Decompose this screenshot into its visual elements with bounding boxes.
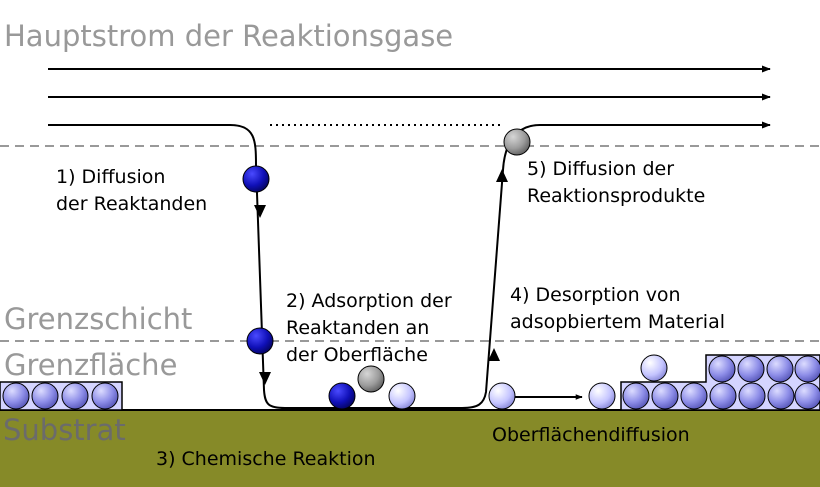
path-arrow-up-1: [488, 348, 500, 361]
left-film-block: [0, 381, 123, 411]
step4-line2: adsopbiertem Material: [510, 311, 725, 333]
step2-line3: der Oberfläche: [286, 344, 428, 366]
step1-line2: der Reaktanden: [56, 193, 207, 215]
step1-line1: 1) Diffusion: [56, 166, 165, 188]
path-arrow-down-2: [259, 372, 271, 385]
reactant-molecule: [246, 327, 274, 355]
step3-label: 3) Chemische Reaktion: [156, 448, 376, 470]
step5-line1: 5) Diffusion der: [527, 158, 674, 180]
step2-line2: Reaktanden an: [286, 317, 429, 339]
desorbed-product-molecule: [503, 128, 531, 156]
diffusing-atom: [488, 382, 516, 410]
right-film-block: [620, 354, 820, 411]
adsorbed-reactant-molecule: [328, 382, 356, 410]
product-molecule: [357, 365, 385, 393]
substrate-label: Substrat: [3, 413, 126, 447]
reactant-molecule: [242, 165, 270, 193]
boundary-layer-label: Grenzschicht: [4, 302, 192, 336]
main-flow-label: Hauptstrom der Reaktionsgase: [4, 19, 453, 53]
path-arrow-down-1: [254, 205, 266, 218]
diffusing-atom: [588, 382, 616, 410]
path-arrow-up-2: [496, 169, 508, 182]
step2-line1: 2) Adsorption der: [286, 290, 452, 312]
surface-diffusion-label: Oberflächendiffusion: [492, 424, 690, 446]
step4-line1: 4) Desorption von: [510, 284, 681, 306]
interface-label: Grenzfläche: [4, 348, 177, 382]
step5-line2: Reaktionsprodukte: [527, 185, 705, 207]
film-atom: [388, 382, 416, 410]
substrate-layer: [0, 410, 820, 487]
